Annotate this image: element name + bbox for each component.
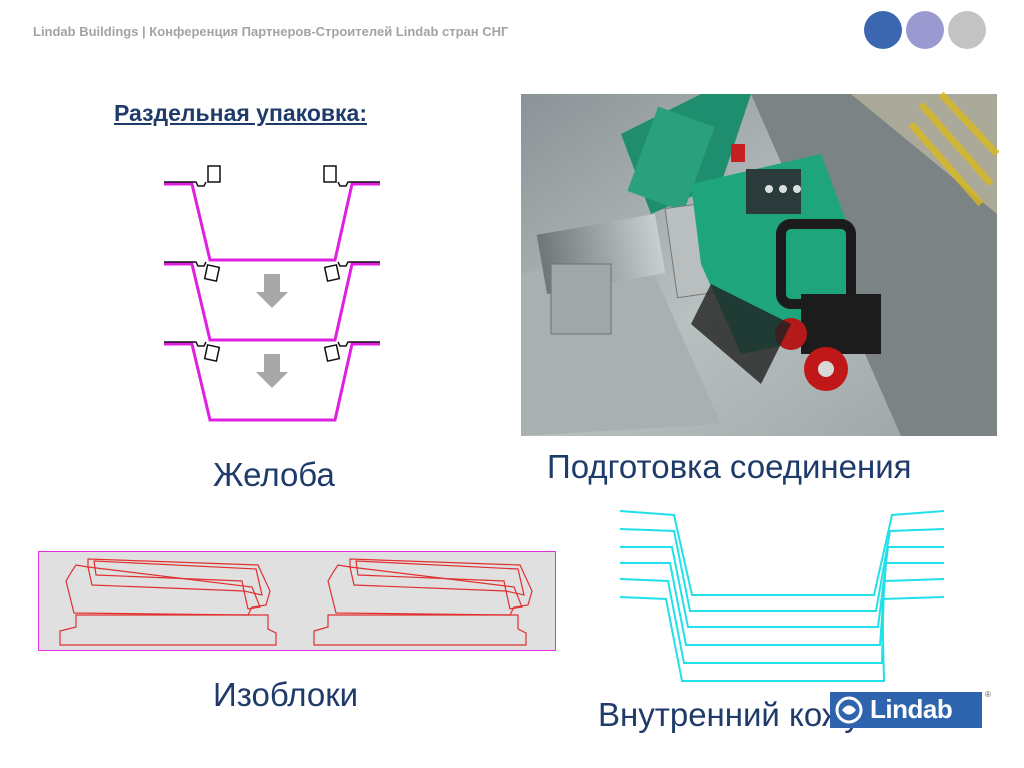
logo-registered-mark: ® bbox=[985, 690, 991, 699]
lindab-logo: Lindab bbox=[830, 692, 982, 728]
header-title: Lindab Buildings | Конференция Партнеров… bbox=[33, 24, 509, 39]
lindab-swirl-icon bbox=[835, 696, 863, 724]
caption-blocks: Изоблоки bbox=[213, 676, 359, 713]
arrow-down-icon bbox=[256, 274, 288, 388]
inner-liner-drawing bbox=[619, 510, 945, 682]
caption-joint: Подготовка соединения bbox=[547, 448, 912, 485]
gutter-stack-diagram bbox=[164, 165, 380, 422]
nav-dot-3[interactable] bbox=[948, 11, 986, 49]
welding-machine-photo bbox=[521, 91, 1000, 436]
nav-dot-2[interactable] bbox=[906, 11, 944, 49]
caption-gutters: Желоба bbox=[213, 456, 335, 493]
logo-text: Lindab bbox=[870, 694, 953, 724]
section-heading: Раздельная упаковка: bbox=[114, 100, 368, 126]
isoblocks-drawing bbox=[38, 551, 556, 651]
nav-dot-1[interactable] bbox=[864, 11, 902, 49]
